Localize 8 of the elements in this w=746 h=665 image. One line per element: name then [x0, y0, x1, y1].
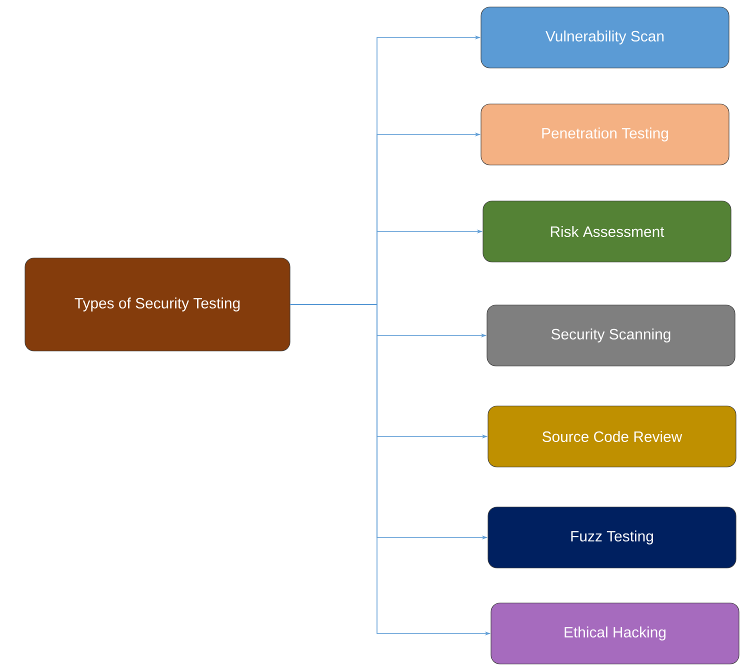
category-box: Penetration Testing — [480, 104, 730, 166]
category-box: Vulnerability Scan — [480, 6, 730, 68]
category-box: Fuzz Testing — [488, 506, 736, 568]
root-box: Types of Security Testing — [24, 258, 290, 352]
category-box: Risk Assessment — [482, 200, 732, 262]
category-box: Source Code Review — [488, 406, 736, 468]
category-box: Ethical Hacking — [490, 602, 740, 664]
category-box: Security Scanning — [486, 304, 736, 366]
